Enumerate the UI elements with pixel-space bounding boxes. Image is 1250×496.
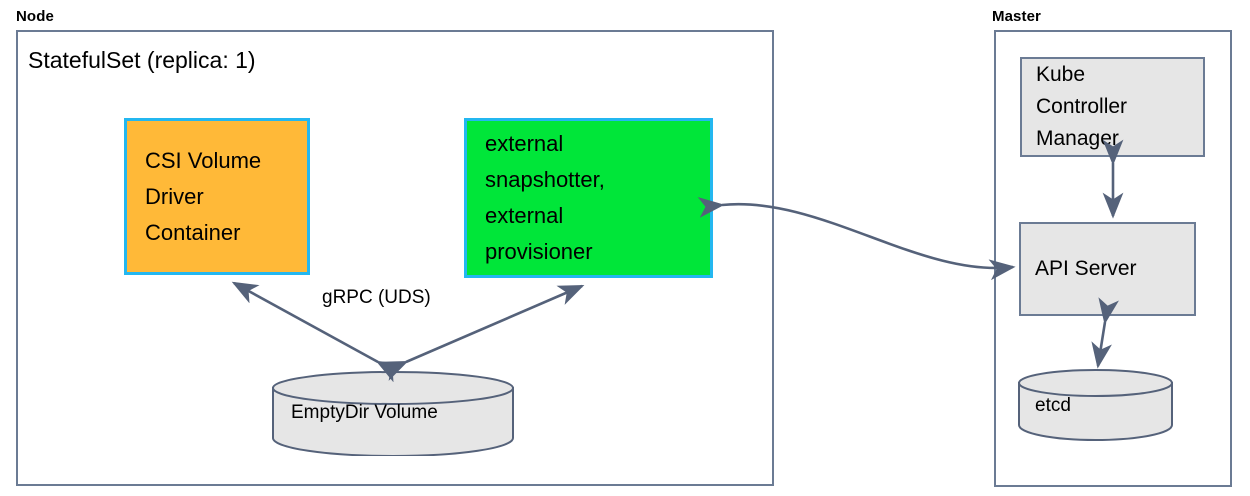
csi-volume-driver-container-box[interactable]: CSI Volume Driver Container xyxy=(124,118,310,275)
external-sidecars-container-lines: external snapshotter, external provision… xyxy=(467,126,710,270)
master-group-label: Master xyxy=(992,8,1041,25)
etcd-label: etcd xyxy=(1035,395,1071,416)
node-group-label: Node xyxy=(16,8,54,25)
etcd-shape xyxy=(1018,369,1173,441)
ext-line-2: snapshotter, xyxy=(485,167,605,192)
statefulset-title: StatefulSet (replica: 1) xyxy=(28,47,256,73)
api-server-box[interactable]: API Server xyxy=(1019,222,1196,316)
etcd-cylinder[interactable] xyxy=(1017,368,1174,442)
csi-volume-driver-container-lines: CSI Volume Driver Container xyxy=(127,143,307,251)
api-server-lines: API Server xyxy=(1021,253,1194,285)
kcm-line-3: Manager xyxy=(1036,127,1119,150)
csi-line-3: Container xyxy=(145,219,241,245)
kube-controller-manager-box[interactable]: Kube Controller Manager xyxy=(1020,57,1205,157)
kcm-line-1: Kube xyxy=(1036,63,1086,86)
grpc-uds-edge-label: gRPC (UDS) xyxy=(322,287,431,308)
external-sidecars-container-box[interactable]: external snapshotter, external provision… xyxy=(464,118,713,278)
ext-line-3: external xyxy=(485,203,564,228)
emptydir-volume-label: EmptyDir Volume xyxy=(291,402,438,423)
csi-line-2: Driver xyxy=(145,183,204,209)
ext-line-1: external xyxy=(485,131,564,156)
kcm-line-2: Controller xyxy=(1036,95,1128,118)
api-server-line-1: API Server xyxy=(1035,257,1137,280)
kube-controller-manager-lines: Kube Controller Manager xyxy=(1022,59,1203,155)
ext-line-4: provisioner xyxy=(485,239,593,264)
csi-line-1: CSI Volume xyxy=(145,147,262,173)
